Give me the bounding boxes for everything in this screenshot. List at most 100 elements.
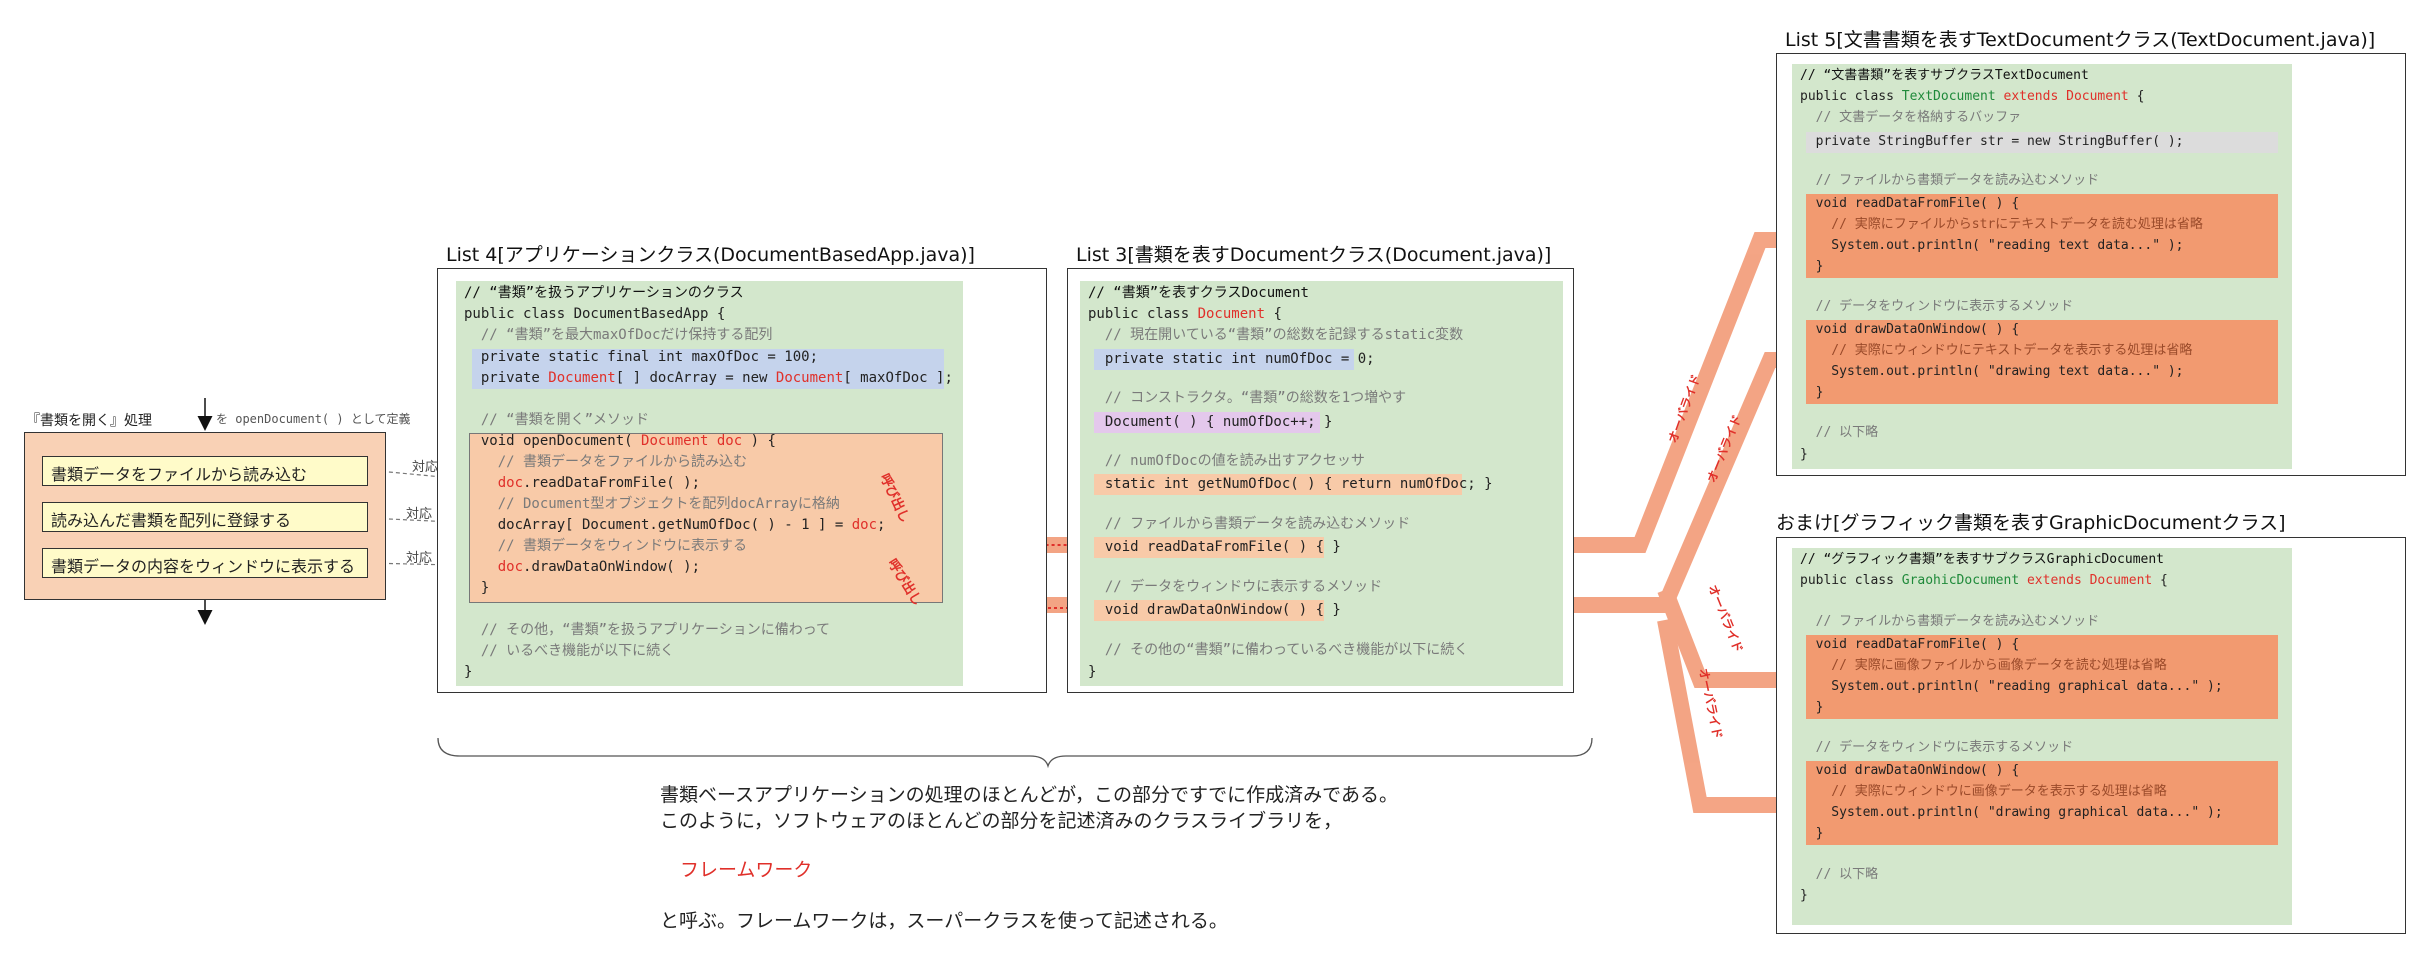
code-part: void openDocument( <box>464 433 642 449</box>
list5-code-panel: // “文書書類”を表すサブクラスTextDocument public cla… <box>1792 64 2292 469</box>
code-comment: // 文書データを格納するバッファ <box>1800 110 2022 125</box>
list4-frame: // “書類”を扱うアプリケーションのクラス public class Docu… <box>437 268 1047 693</box>
list5-read-override <box>1806 194 2278 278</box>
summary-line-3: と呼ぶ。フレームワークは，スーパークラスを使って記述される。 <box>660 910 1228 932</box>
code-line: } <box>1800 259 1824 274</box>
code-line: public class TextDocument extends Docume… <box>1800 87 2144 107</box>
correspond-label-2: 対応 <box>406 507 433 522</box>
code-line: doc.drawDataOnWindow( ); <box>464 557 700 577</box>
correspond-label-1: 対応 <box>412 460 439 475</box>
code-comment: // ファイルから書類データを読み込むメソッド <box>1088 516 1411 532</box>
code-line: public class DocumentBasedApp { <box>464 306 726 322</box>
code-line: private Document[ ] docArray = new Docum… <box>464 368 953 388</box>
code-comment: // コンストラクタ。“書類”の総数を1つ増やす <box>1088 390 1407 406</box>
code-line: private static final int maxOfDoc = 100; <box>464 349 819 365</box>
code-keyword: Document doc <box>641 433 743 449</box>
list3-title: List 3[書類を表すDocumentクラス(Document.java)] <box>1076 244 1552 266</box>
list3-draw-highlight <box>1094 600 1324 621</box>
code-comment: // 実際にウィンドウにテキストデータを表示する処理は省略 <box>1800 343 2193 358</box>
code-line: System.out.println( "drawing text data..… <box>1800 364 2184 379</box>
code-line: void drawDataOnWindow( ) { <box>1800 322 2020 337</box>
flow-step-2: 読み込んだ書類を配列に登録する <box>42 502 368 532</box>
code-line: } <box>1800 385 1824 400</box>
code-comment: // その他，“書類”を扱うアプリケーションに備わって <box>464 622 831 638</box>
code-keyword: Document <box>2066 89 2129 104</box>
code-line: void readDataFromFile( ) { <box>1800 637 2020 652</box>
code-part: ) { <box>742 433 776 449</box>
code-part: ; <box>877 517 886 533</box>
code-line: private static int numOfDoc = 0; <box>1088 351 1375 367</box>
bonus-title: おまけ[グラフィック書類を表すGraphicDocumentクラス] <box>1776 512 2286 534</box>
code-class-name: GraohicDocument <box>1901 573 2020 588</box>
code-keyword: Document <box>2089 573 2153 588</box>
code-comment: // その他の“書類”に備わっているべき機能が以下に続く <box>1088 642 1469 658</box>
code-line: static int getNumOfDoc( ) { return numOf… <box>1088 476 1493 492</box>
list3-read-highlight <box>1094 537 1324 558</box>
list3-frame: // “書類”を表すクラスDocument public class Docum… <box>1067 268 1574 693</box>
code-part: [ ] docArray = new <box>615 370 776 386</box>
code-line: } <box>1800 826 1824 841</box>
code-keyword: Document <box>775 370 844 386</box>
code-comment: // 書類データをファイルから読み込む <box>464 454 747 470</box>
flow-step-3: 書類データの内容をウィンドウに表示する <box>42 548 368 578</box>
code-class-name: TextDocument <box>1901 89 1996 104</box>
code-part: docArray[ Document.getNumOfDoc( ) - 1 ] … <box>464 517 852 533</box>
summary-framework: フレームワーク <box>680 859 813 881</box>
code-keyword: Document <box>1197 306 1266 322</box>
code-comment: // いるべき機能が以下に続く <box>464 643 675 659</box>
code-line: } <box>1088 664 1097 680</box>
code-part: public class <box>1088 306 1198 322</box>
code-comment: // 以下略 <box>1800 867 1879 882</box>
bonus-code-panel: // “グラフィック書類”を表すサブクラスGraphicDocument pub… <box>1792 548 2292 925</box>
code-line: } <box>1800 700 1824 715</box>
code-comment: // 書類データをウィンドウに表示する <box>464 538 747 554</box>
code-line: // “文書書類”を表すサブクラスTextDocument <box>1800 68 2089 83</box>
code-line: public class Document { <box>1088 304 1282 324</box>
code-part <box>464 559 498 575</box>
code-line: } <box>1800 447 1808 462</box>
code-line: void openDocument( Document doc ) { <box>464 431 776 451</box>
flow-title: 『書類を開く』処理 <box>26 413 152 429</box>
code-comment: // Document型オブジェクトを配列docArrayに格納 <box>464 496 840 512</box>
code-part: { <box>2152 573 2168 588</box>
code-line: public class GraohicDocument extends Doc… <box>1800 571 2168 591</box>
code-line: void drawDataOnWindow( ) { } <box>1088 602 1341 618</box>
code-line: System.out.println( "reading graphical d… <box>1800 679 2223 694</box>
list5-title: List 5[文書書類を表すTextDocumentクラス(TextDocume… <box>1785 29 2376 51</box>
code-comment: // 以下略 <box>1800 425 1879 440</box>
code-line: System.out.println( "reading text data..… <box>1800 238 2184 253</box>
list4-field-highlight <box>472 349 944 389</box>
list4-code-panel: // “書類”を扱うアプリケーションのクラス public class Docu… <box>456 281 963 686</box>
code-keyword: doc <box>851 517 878 533</box>
code-comment: // ファイルから書類データを読み込むメソッド <box>1800 173 2100 188</box>
code-part: { <box>1265 306 1282 322</box>
flow-note: を openDocument( ) として定義 <box>216 412 411 426</box>
bonus-frame: // “グラフィック書類”を表すサブクラスGraphicDocument pub… <box>1776 537 2406 934</box>
flow-step-1: 書類データをファイルから読み込む <box>42 456 368 486</box>
code-comment: // ファイルから書類データを読み込むメソッド <box>1800 614 2100 629</box>
code-line: System.out.println( "drawing graphical d… <box>1800 805 2223 820</box>
code-comment: // 実際に画像ファイルから画像データを読む処理は省略 <box>1800 658 2167 673</box>
code-part: [ maxOfDoc ]; <box>843 370 953 386</box>
code-line: Document( ) { numOfDoc++; } <box>1088 414 1333 430</box>
summary-brace <box>437 737 1593 769</box>
code-line: // “書類”を扱うアプリケーションのクラス <box>464 285 744 301</box>
list4-title: List 4[アプリケーションクラス(DocumentBasedApp.java… <box>446 244 975 266</box>
code-keyword: Document <box>548 370 616 386</box>
code-part: .readDataFromFile( ); <box>523 475 701 491</box>
code-part: .drawDataOnWindow( ); <box>523 559 701 575</box>
bonus-draw-override <box>1806 761 2278 845</box>
code-line: private StringBuffer str = new StringBuf… <box>1800 134 2184 149</box>
code-comment: // numOfDocの値を読み出すアクセッサ <box>1088 453 1365 469</box>
code-comment: // データをウィンドウに表示するメソッド <box>1800 740 2074 755</box>
code-comment: // データをウィンドウに表示するメソッド <box>1088 579 1383 595</box>
code-line: doc.readDataFromFile( ); <box>464 473 700 493</box>
summary-line-2: このように，ソフトウェアのほとんどの部分を記述済みのクラスライブラリを， <box>660 810 1343 832</box>
code-comment: // 実際にウィンドウに画像データを表示する処理は省略 <box>1800 784 2167 799</box>
bonus-read-override <box>1806 635 2278 719</box>
summary-line-1: 書類ベースアプリケーションの処理のほとんどが，この部分ですでに作成済みである。 <box>660 784 1398 806</box>
code-line: void readDataFromFile( ) { } <box>1088 539 1341 555</box>
code-comment: // データをウィンドウに表示するメソッド <box>1800 299 2074 314</box>
code-part: public class <box>1800 89 1902 104</box>
code-part: private <box>464 370 549 386</box>
